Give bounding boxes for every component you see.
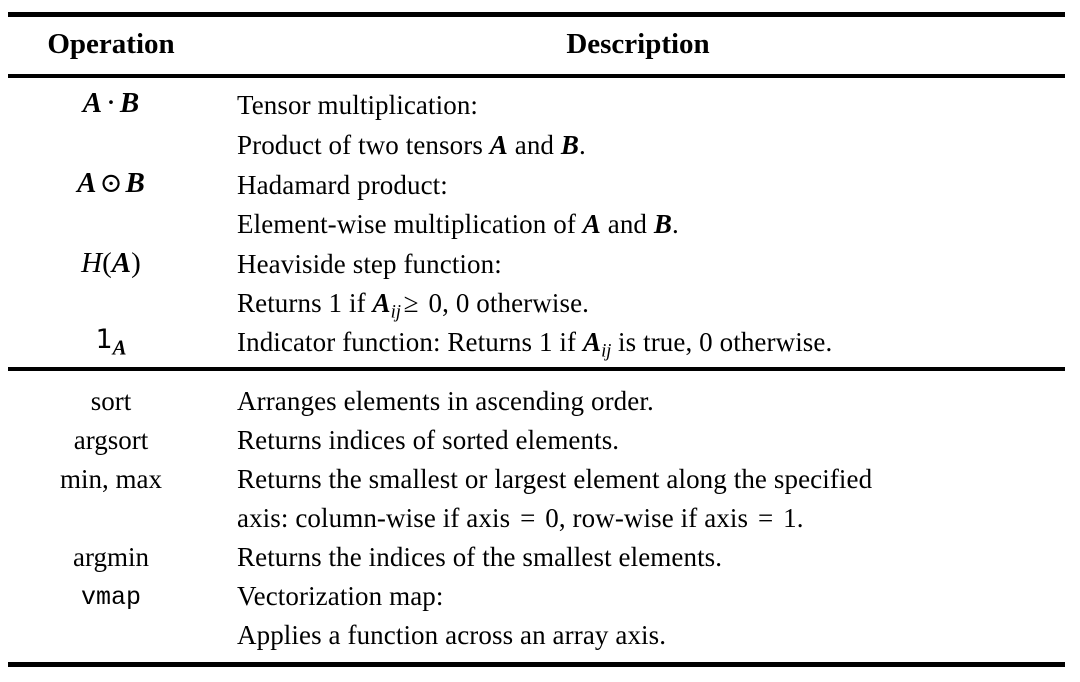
equals-icon: = <box>520 503 536 533</box>
description-line: Element-wise multiplication of A and B. <box>237 209 679 239</box>
text-fragment: Indicator function: Returns 1 if <box>237 327 583 357</box>
operation-tensor-multiplication: A·B <box>0 88 222 120</box>
odot-operator-icon: ⊙ <box>99 167 123 198</box>
description-line: Returns the indices of the smallest elem… <box>237 542 723 572</box>
operation-heaviside: H(A) <box>0 248 222 278</box>
operation-hadamard-product: A⊙B <box>0 167 222 199</box>
description-line: Product of two tensors A and B. <box>237 130 586 160</box>
subscript-ij: ij <box>390 301 401 323</box>
subscript-ij: ij <box>601 340 612 362</box>
column-header-operation: Operation <box>47 28 175 60</box>
operation-indicator: 1A <box>0 324 222 362</box>
text-fragment: is true, 0 otherwise. <box>611 327 833 357</box>
symbol-H: H <box>81 247 103 279</box>
paren-close: ) <box>131 247 141 279</box>
text-fragment: . <box>578 130 586 160</box>
operation-sort: sort <box>90 386 132 416</box>
table-header-rule <box>8 74 1065 78</box>
text-fragment: Element-wise multiplication of <box>237 209 583 239</box>
operation-argmin: argmin <box>73 542 149 572</box>
text-fragment: Returns 1 if <box>237 288 373 318</box>
text-fragment: 0, row-wise if axis <box>538 503 755 533</box>
symbol-B: B <box>560 130 579 160</box>
text-fragment: 0, 0 otherwise. <box>421 288 590 318</box>
description-line: Indicator function: Returns 1 if Aij is … <box>237 327 832 367</box>
operation-argsort: argsort <box>73 425 149 455</box>
subscript-A: A <box>112 335 127 360</box>
symbol-A: A <box>582 209 601 239</box>
indicator-one-icon: 1 <box>95 324 113 355</box>
symbol-B: B <box>125 167 145 199</box>
text-fragment: . <box>671 209 679 239</box>
symbol-A: A <box>111 247 132 279</box>
symbol-A: A <box>82 87 103 119</box>
column-header-description: Description <box>566 28 710 60</box>
symbol-B: B <box>653 209 672 239</box>
symbol-B: B <box>119 87 140 119</box>
description-line: axis: column-wise if axis = 0, row-wise … <box>237 503 804 533</box>
description-line: Returns indices of sorted elements. <box>237 425 620 455</box>
symbol-A: A <box>582 327 602 357</box>
table-top-rule <box>8 12 1065 17</box>
equals-icon: = <box>757 503 774 533</box>
text-fragment: and <box>600 209 654 239</box>
symbol-A: A <box>77 167 97 199</box>
description-line: Hadamard product: <box>237 170 448 200</box>
dot-operator-icon: · <box>107 90 115 116</box>
paren-open: ( <box>102 247 112 279</box>
description-line: Returns the smallest or largest element … <box>237 464 873 494</box>
description-line: Applies a function across an array axis. <box>237 620 667 650</box>
text-fragment: Product of two tensors <box>237 130 490 160</box>
text-fragment: 1. <box>776 503 804 533</box>
operation-min-max: min, max <box>60 464 162 494</box>
description-line: Vectorization map: <box>237 581 444 611</box>
description-line: Arranges elements in ascending order. <box>237 386 654 416</box>
greater-equal-icon: ≥ <box>403 288 419 318</box>
table-mid-rule <box>8 367 1065 371</box>
symbol-A: A <box>489 130 508 160</box>
description-line: Returns 1 if Aij≥ 0, 0 otherwise. <box>237 288 589 328</box>
table-bottom-rule <box>8 662 1065 667</box>
description-line: Tensor multiplication: <box>237 90 479 120</box>
description-line: Heaviside step function: <box>237 249 502 279</box>
text-fragment: axis: column-wise if axis <box>237 503 518 533</box>
text-fragment: and <box>507 130 561 160</box>
operation-vmap: vmap <box>80 583 141 612</box>
symbol-A: A <box>372 288 391 318</box>
